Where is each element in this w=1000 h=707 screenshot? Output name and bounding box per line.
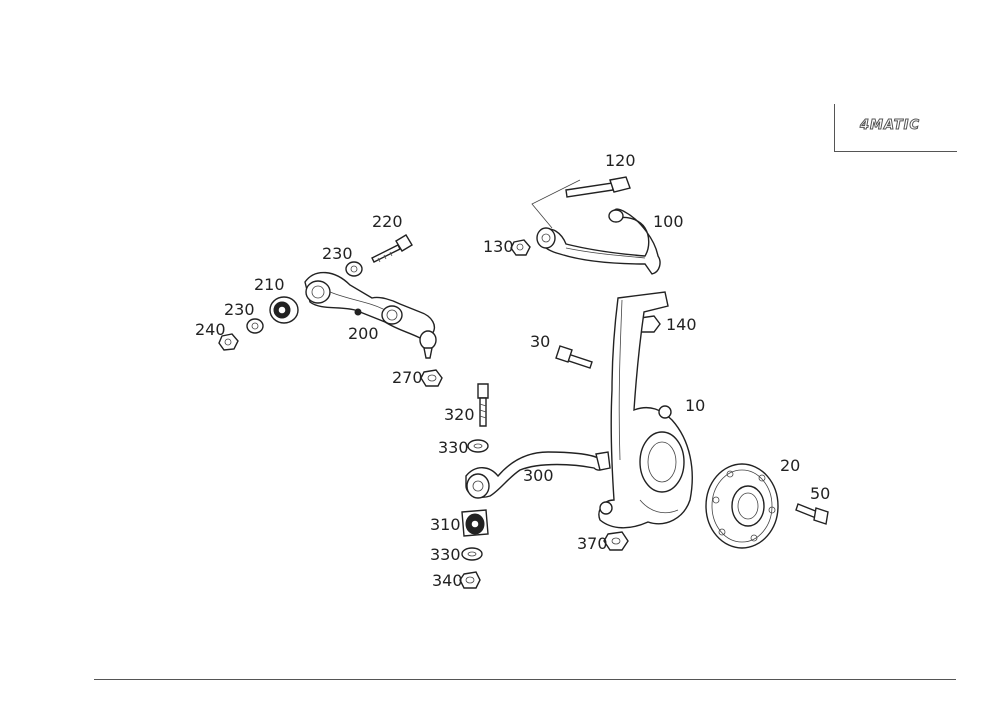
callout-100: 100 (653, 212, 684, 231)
callout-120: 120 (605, 151, 636, 170)
callout-330-upper: 330 (438, 438, 469, 457)
nut-340 (459, 571, 481, 589)
callout-130: 130 (483, 237, 514, 256)
lower-arm-300 (465, 451, 611, 499)
callout-220: 220 (372, 212, 403, 231)
bolt-30 (555, 345, 593, 369)
washer-230-upper (345, 261, 363, 277)
washer-230-lower (246, 318, 264, 334)
bottom-divider (94, 679, 956, 680)
bolt-220 (371, 234, 413, 263)
lower-control-arm-200 (304, 271, 437, 359)
callout-370: 370 (577, 534, 608, 553)
callout-210: 210 (254, 275, 285, 294)
callout-50: 50 (810, 484, 831, 503)
washer-330-lower (461, 547, 483, 561)
callout-20: 20 (780, 456, 801, 475)
callout-200: 200 (348, 324, 379, 343)
callout-230-upper: 230 (322, 244, 353, 263)
steering-knuckle-10 (598, 291, 693, 529)
callout-340: 340 (432, 571, 463, 590)
callout-330-lower: 330 (430, 545, 461, 564)
nut-270 (420, 369, 443, 387)
bushing-310 (461, 509, 489, 537)
callout-320: 320 (444, 405, 475, 424)
wheel-hub-20 (705, 463, 779, 549)
callout-10: 10 (685, 396, 706, 415)
upper-control-arm-100 (531, 179, 661, 275)
callout-310: 310 (430, 515, 461, 534)
bolt-120 (565, 176, 631, 198)
badge-frame (834, 104, 957, 152)
drive-system-badge: 4MATIC (859, 118, 921, 134)
callout-230-lower: 230 (224, 300, 255, 319)
nut-370 (603, 531, 629, 551)
callout-240: 240 (195, 320, 226, 339)
callout-140: 140 (666, 315, 697, 334)
bushing-210 (269, 296, 299, 324)
bolt-50 (795, 503, 829, 525)
callout-300: 300 (523, 466, 554, 485)
nut-130 (510, 239, 531, 256)
callout-30: 30 (530, 332, 551, 351)
nut-240 (218, 333, 239, 351)
washer-330-upper (467, 439, 489, 453)
bolt-320 (477, 383, 489, 427)
callout-270: 270 (392, 368, 423, 387)
